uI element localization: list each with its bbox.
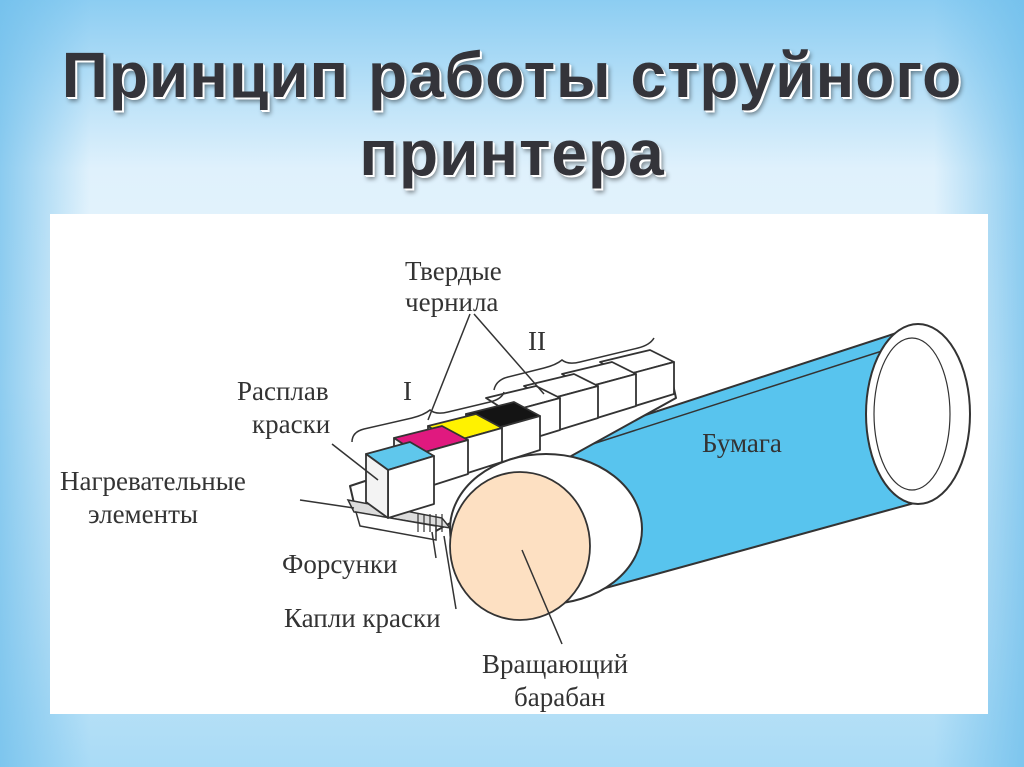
diagram-panel: Твердые чернила I II Расплав краски Нагр… (50, 214, 988, 714)
label-nozzles: Форсунки (282, 549, 397, 579)
ink-cartridges (365, 349, 675, 519)
leader-heating (299, 499, 355, 509)
label-solid-ink-line2: чернила (405, 287, 498, 317)
label-heating-line2: элементы (88, 499, 198, 529)
inkjet-diagram: Твердые чернила I II Расплав краски Нагр… (60, 256, 971, 712)
label-paper: Бумага (702, 428, 782, 458)
title-line-1: Принцип работы струйного (61, 39, 963, 111)
leader-solid-ink-2 (473, 313, 545, 395)
label-heating-line1: Нагревательные (60, 466, 246, 496)
paper-roll-far-end (865, 323, 971, 505)
leader-nozzles (431, 531, 437, 559)
label-drum-line2: барабан (514, 682, 605, 712)
drum-end-face (449, 471, 591, 621)
slide-title: Принцип работы струйного принтера (0, 36, 1024, 192)
bracket-group-2 (493, 337, 655, 391)
label-melt-line1: Расплав (237, 376, 329, 406)
label-group-1: I (403, 376, 412, 406)
label-drops: Капли краски (284, 603, 441, 633)
group-brackets (351, 337, 655, 443)
nozzle-block (354, 511, 437, 541)
title-line-2: принтера (359, 117, 665, 189)
bracket-group-1 (351, 391, 505, 443)
paper-roll-top-edge (545, 341, 911, 460)
leader-solid-ink-1 (427, 313, 471, 421)
diagram-labels: Твердые чернила I II Расплав краски Нагр… (60, 256, 782, 712)
label-group-2: II (528, 326, 546, 356)
leader-lines (299, 313, 563, 645)
paper-roll-far-end-inner (873, 337, 951, 491)
leader-drum (521, 549, 563, 645)
label-melt-line2: краски (252, 409, 330, 439)
cartridge-group-1 (365, 401, 541, 519)
label-drum-line1: Вращающий (482, 649, 628, 679)
label-solid-ink-line1: Твердые (405, 256, 502, 286)
nozzle-fins (417, 514, 443, 532)
leader-melt (331, 443, 379, 481)
rotating-drum (449, 453, 643, 621)
leader-drops (443, 535, 457, 610)
